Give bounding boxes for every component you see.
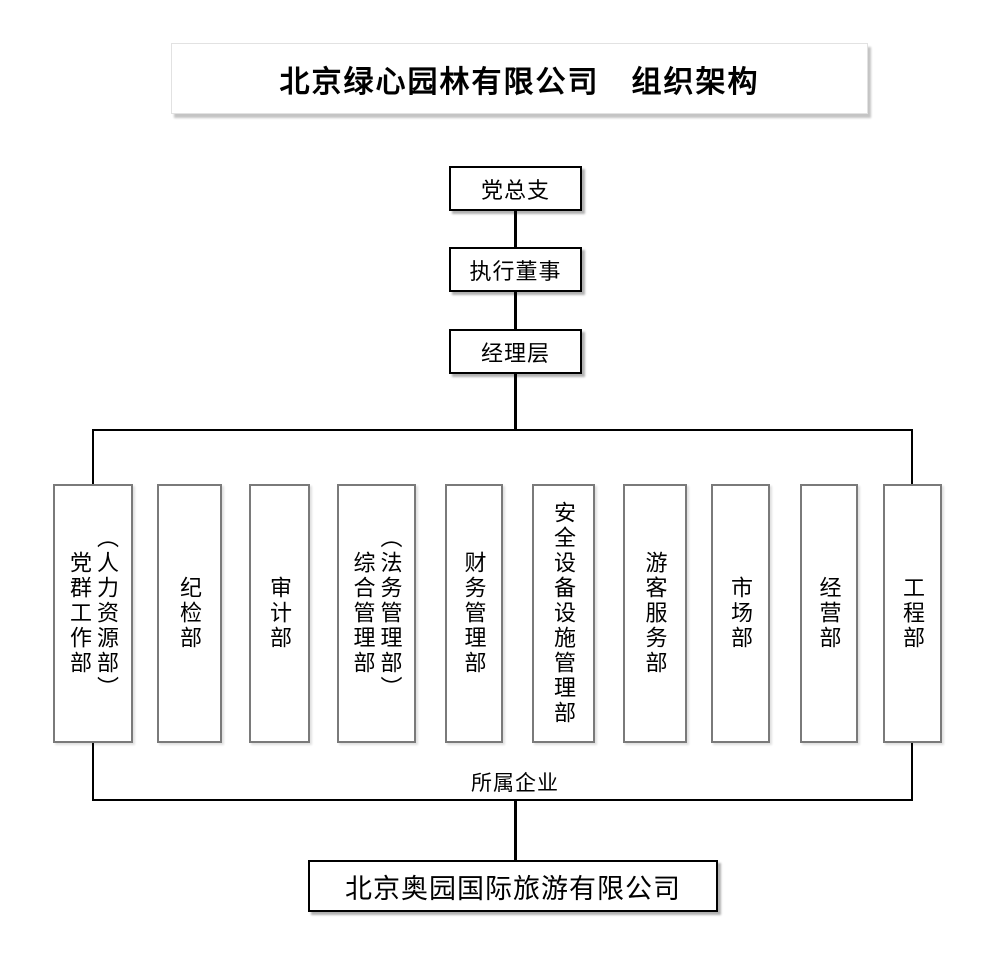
dept-box-visitor-services: 游客服务部 xyxy=(623,484,687,743)
dept-label: 审计部 xyxy=(267,576,292,651)
dept-box-general-management: 综合管理部 （法务管理部） xyxy=(337,484,416,743)
dept-box-discipline-inspection: 纪检部 xyxy=(157,484,222,743)
dept-label: 财务管理部 xyxy=(461,551,487,676)
connector-bottom-left-drop xyxy=(92,743,94,800)
dept-label: 经营部 xyxy=(816,576,842,651)
connector-bottom-right-drop xyxy=(911,743,913,800)
dept-label: 综合管理部 （法务管理部） xyxy=(350,526,403,701)
connector-top-left-drop xyxy=(92,429,94,484)
connector-top-right-drop xyxy=(911,429,913,484)
connector-bottom-horizontal xyxy=(92,799,913,801)
dept-box-safety-equipment-facilities: 安全设备设施管理部 xyxy=(532,484,595,743)
affiliate-company-name: 北京奥园国际旅游有限公司 xyxy=(345,873,681,904)
dept-box-finance-management: 财务管理部 xyxy=(445,484,503,743)
dept-label: 纪检部 xyxy=(177,576,202,651)
chart-title-box: 北京绿心园林有限公司 组织架构 xyxy=(171,43,868,114)
dept-box-marketing: 市场部 xyxy=(711,484,770,743)
connector-party-to-director xyxy=(514,211,517,247)
node-executive-director-label: 执行董事 xyxy=(469,258,562,284)
dept-label: 安全设备设施管理部 xyxy=(551,501,576,726)
dept-label: 党群工作部 （人力资源部） xyxy=(67,526,119,701)
node-management-layer: 经理层 xyxy=(449,329,582,374)
affiliate-company-box: 北京奥园国际旅游有限公司 xyxy=(308,860,718,912)
dept-label: 工程部 xyxy=(900,576,925,651)
node-party-general-branch-label: 党总支 xyxy=(480,177,550,203)
node-executive-director: 执行董事 xyxy=(449,247,582,292)
node-management-layer-label: 经理层 xyxy=(480,340,550,366)
dept-label: 市场部 xyxy=(728,576,753,651)
chart-title: 北京绿心园林有限公司 组织架构 xyxy=(279,65,760,99)
connector-top-horizontal xyxy=(92,429,913,431)
node-party-general-branch: 党总支 xyxy=(449,166,582,211)
dept-box-party-mass-work: 党群工作部 （人力资源部） xyxy=(53,484,133,743)
connector-director-to-management xyxy=(514,292,517,329)
dept-box-operations: 经营部 xyxy=(800,484,858,743)
dept-label: 游客服务部 xyxy=(642,551,668,676)
dept-box-audit: 审计部 xyxy=(249,484,310,743)
affiliate-connector-label: 所属企业 xyxy=(471,771,559,795)
dept-box-engineering: 工程部 xyxy=(883,484,942,743)
connector-management-to-departments xyxy=(514,374,517,430)
connector-to-affiliate-company xyxy=(514,801,517,860)
